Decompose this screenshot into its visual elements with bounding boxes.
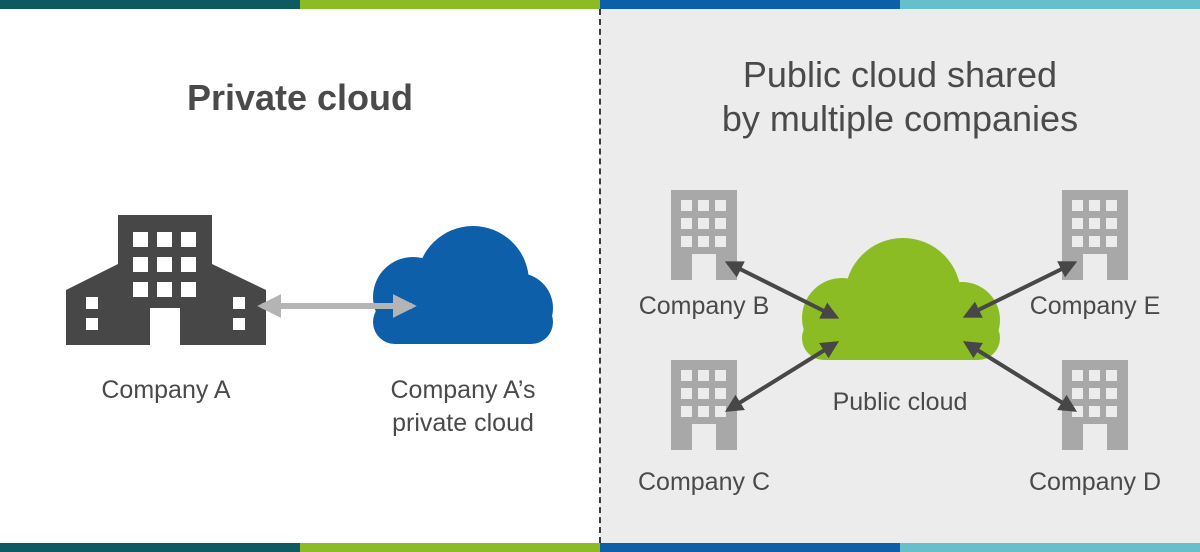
company-c-building-icon bbox=[671, 360, 737, 450]
top-color-bar bbox=[0, 0, 1200, 9]
company-c-label: Company C bbox=[638, 468, 770, 496]
top-bar-segment-teal bbox=[0, 0, 300, 9]
company-e-building-icon bbox=[1062, 190, 1128, 280]
company-c-arrow bbox=[724, 341, 840, 412]
public-cloud-title-line1: Public cloud shared bbox=[742, 54, 1058, 95]
company-b-arrow bbox=[724, 261, 840, 319]
public-cloud-icon bbox=[802, 238, 1000, 360]
public-cloud-label: Public cloud bbox=[832, 388, 968, 416]
panel-divider bbox=[599, 9, 601, 543]
company-b-building-icon bbox=[671, 190, 737, 280]
public-cloud-title-line2: by multiple companies bbox=[721, 98, 1079, 139]
private-cloud-label-line1: Company A’s bbox=[390, 376, 536, 404]
public-cloud-title: Public cloud shared by multiple companie… bbox=[600, 53, 1200, 141]
private-cloud-icon bbox=[373, 226, 553, 344]
top-bar-segment-lightblue bbox=[900, 0, 1200, 9]
company-a-building-icon bbox=[66, 215, 266, 345]
top-bar-segment-blue bbox=[600, 0, 900, 9]
company-e-arrow bbox=[962, 261, 1078, 318]
bottom-bar-segment-teal bbox=[0, 543, 300, 552]
bottom-color-bar bbox=[0, 543, 1200, 552]
bottom-bar-segment-blue bbox=[600, 543, 900, 552]
private-cloud-label: Company A’s private cloud bbox=[348, 374, 578, 440]
company-d-label: Company D bbox=[1029, 468, 1161, 496]
private-cloud-label-line2: private cloud bbox=[392, 409, 534, 437]
bottom-bar-segment-green bbox=[300, 543, 600, 552]
top-bar-segment-green bbox=[300, 0, 600, 9]
bottom-bar-segment-lightblue bbox=[900, 543, 1200, 552]
company-a-label: Company A bbox=[101, 376, 231, 404]
private-cloud-title: Private cloud bbox=[186, 77, 414, 118]
company-e-label: Company E bbox=[1029, 292, 1161, 320]
company-d-building-icon bbox=[1062, 360, 1128, 450]
company-d-arrow bbox=[962, 341, 1078, 412]
company-b-label: Company B bbox=[638, 292, 770, 320]
